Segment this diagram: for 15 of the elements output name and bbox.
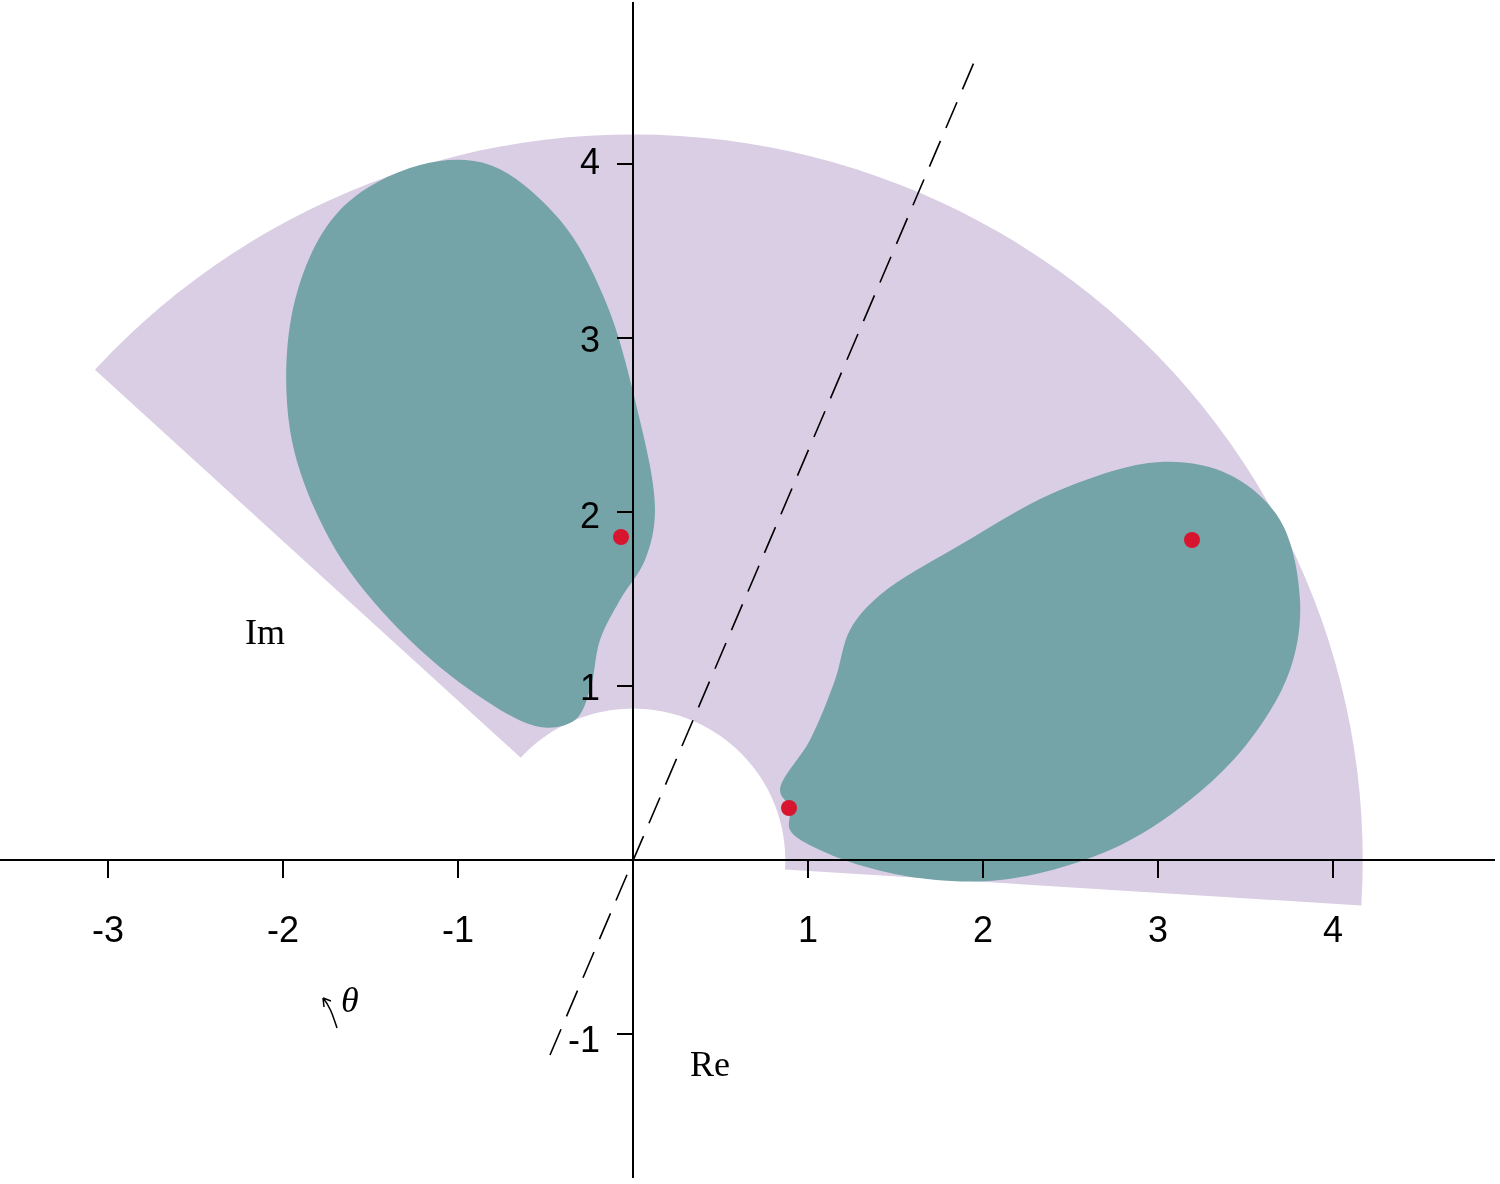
- tick-label: 3: [580, 322, 601, 358]
- tick-label: 3: [1148, 912, 1169, 948]
- angle-label: θ: [341, 982, 359, 1018]
- tick-label: -1: [568, 1022, 600, 1058]
- tick-label: 2: [973, 912, 994, 948]
- tick-label: 4: [580, 144, 601, 180]
- axis-label: Im: [245, 614, 285, 650]
- tick-label: 1: [580, 670, 601, 706]
- tick-label: -1: [442, 912, 474, 948]
- tick-label: 2: [580, 498, 601, 534]
- tick-label: -2: [267, 912, 299, 948]
- tick-label: -3: [92, 912, 124, 948]
- axis-label: Re: [690, 1046, 730, 1082]
- tick-label: 1: [798, 912, 819, 948]
- tick-label: 4: [1323, 912, 1344, 948]
